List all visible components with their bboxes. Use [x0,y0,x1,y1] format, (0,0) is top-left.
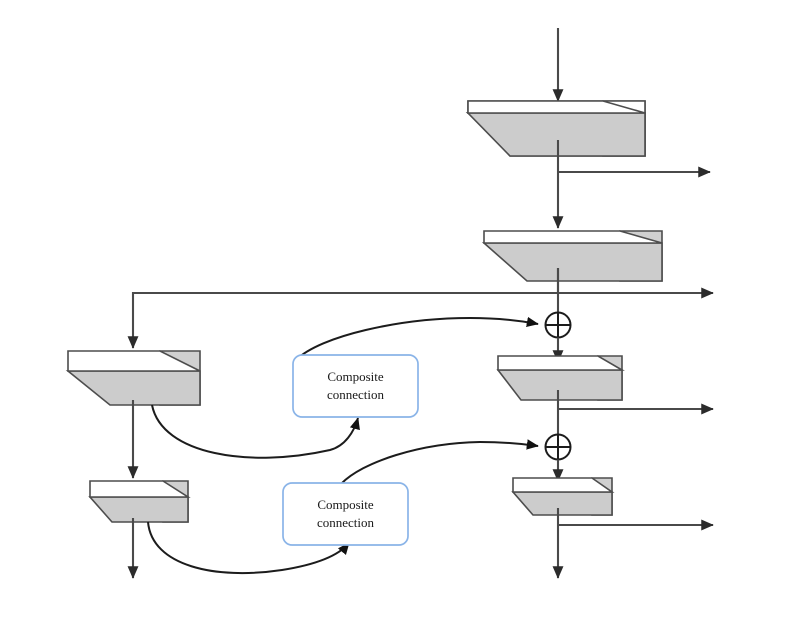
composite-connection-box-top[interactable]: Composite connection [292,354,419,418]
adder-lower [544,433,572,461]
composite-connection-top-line2: connection [327,387,385,402]
composite-connection-bottom-line2: connection [317,515,375,530]
curve-left2-to-composite-bottom [147,521,350,575]
block-right-2 [481,230,663,282]
curve-composite-bottom-to-adder-lower [340,439,539,485]
composite-connection-box-bottom[interactable]: Composite connection [282,482,409,546]
curve-left1-to-composite-top [151,404,360,459]
block-left-2 [88,480,191,523]
block-left-1 [65,350,201,406]
block-right-3 [496,355,625,401]
composite-connection-top-line1: Composite [327,369,384,384]
block-right-1 [465,100,646,157]
curve-composite-top-to-adder-upper [295,316,539,361]
block-right-4 [511,477,615,516]
adder-upper [544,311,572,339]
composite-connection-bottom-line1: Composite [317,497,374,512]
